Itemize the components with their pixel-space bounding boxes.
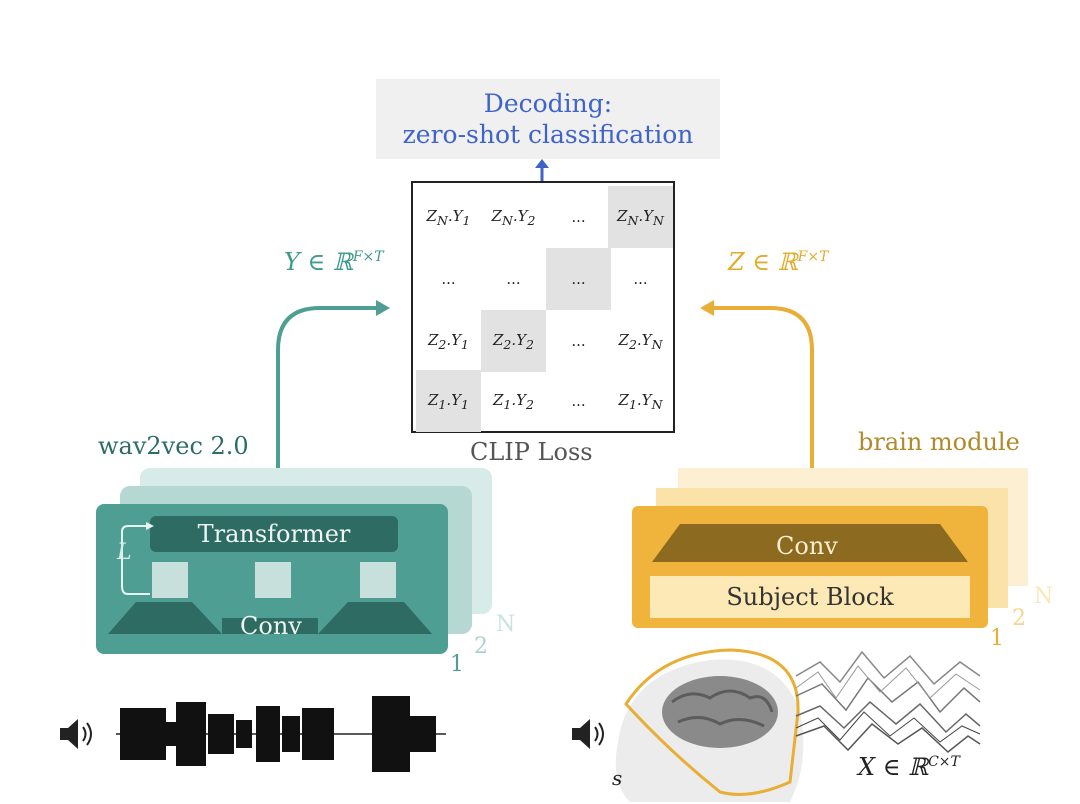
gold-arrow xyxy=(700,300,814,504)
matrix-cell-diagonal: ... xyxy=(546,248,611,310)
brain-stack-index-1: 1 xyxy=(990,626,1004,651)
x-input-label: X ∈ ℝC×T xyxy=(858,753,960,781)
stack-index-1: 1 xyxy=(450,652,464,677)
brain-meg-illustration xyxy=(615,648,981,802)
wav2vec-conv-shape xyxy=(108,602,432,634)
z-embedding-label: Z ∈ ℝF×T xyxy=(728,248,829,276)
matrix-cell: Z2.YN xyxy=(618,330,663,352)
wav2vec-conv-label: Conv xyxy=(240,612,302,640)
matrix-cell: ... xyxy=(571,392,586,410)
brain-stack-index-2: 2 xyxy=(1012,606,1026,631)
clip-loss-label: CLIP Loss xyxy=(470,438,593,466)
feature-square xyxy=(360,562,396,598)
matrix-cell: ... xyxy=(571,208,586,226)
subject-variable-label: s xyxy=(612,766,623,790)
feature-square xyxy=(255,562,291,598)
matrix-cell: ... xyxy=(506,270,521,288)
matrix-cell-diagonal: Z2.Y2 xyxy=(481,310,546,372)
teal-arrow xyxy=(276,300,390,504)
stack-index-2: 2 xyxy=(474,634,488,659)
audio-waveform xyxy=(116,696,446,772)
loop-label: L xyxy=(117,540,132,565)
matrix-cell-diagonal: Z1.Y1 xyxy=(416,370,481,432)
decoding-box: Decoding: zero-shot classification xyxy=(376,79,720,159)
matrix-cell: ... xyxy=(633,270,648,288)
matrix-cell: Z1.Y2 xyxy=(492,390,534,412)
speaker-icon-right xyxy=(572,719,604,749)
similarity-matrix: ZN.Y1 ZN.Y2 ... ZN.YN ... ... ... ... Z2… xyxy=(411,181,675,433)
y-embedding-label: Y ∈ ℝF×T xyxy=(284,248,384,276)
brain-conv-label: Conv xyxy=(776,532,838,560)
matrix-cell: ... xyxy=(441,270,456,288)
matrix-cell-diagonal: ZN.YN xyxy=(608,186,673,248)
matrix-cell: ZN.Y2 xyxy=(491,206,536,228)
matrix-cell: ZN.Y1 xyxy=(426,206,471,228)
matrix-cell: Z1.YN xyxy=(618,390,663,412)
loop-arrow xyxy=(121,522,154,595)
matrix-cell: Z2.Y1 xyxy=(427,330,469,352)
stack-index-n: N xyxy=(496,612,516,637)
speaker-icon xyxy=(60,719,92,749)
decoding-subtitle: zero-shot classification xyxy=(402,120,694,149)
matrix-cell: ... xyxy=(571,332,586,350)
decoding-title: Decoding: xyxy=(483,89,613,118)
subject-block: Subject Block xyxy=(650,576,970,618)
brain-conv-shape xyxy=(652,524,968,562)
decoding-arrow xyxy=(535,159,549,182)
wav2vec-label: wav2vec 2.0 xyxy=(98,432,249,460)
transformer-block: Transformer xyxy=(150,516,398,552)
brain-stack-index-n: N xyxy=(1034,584,1054,609)
brain-module-label: brain module xyxy=(858,428,1020,456)
feature-square xyxy=(152,562,188,598)
